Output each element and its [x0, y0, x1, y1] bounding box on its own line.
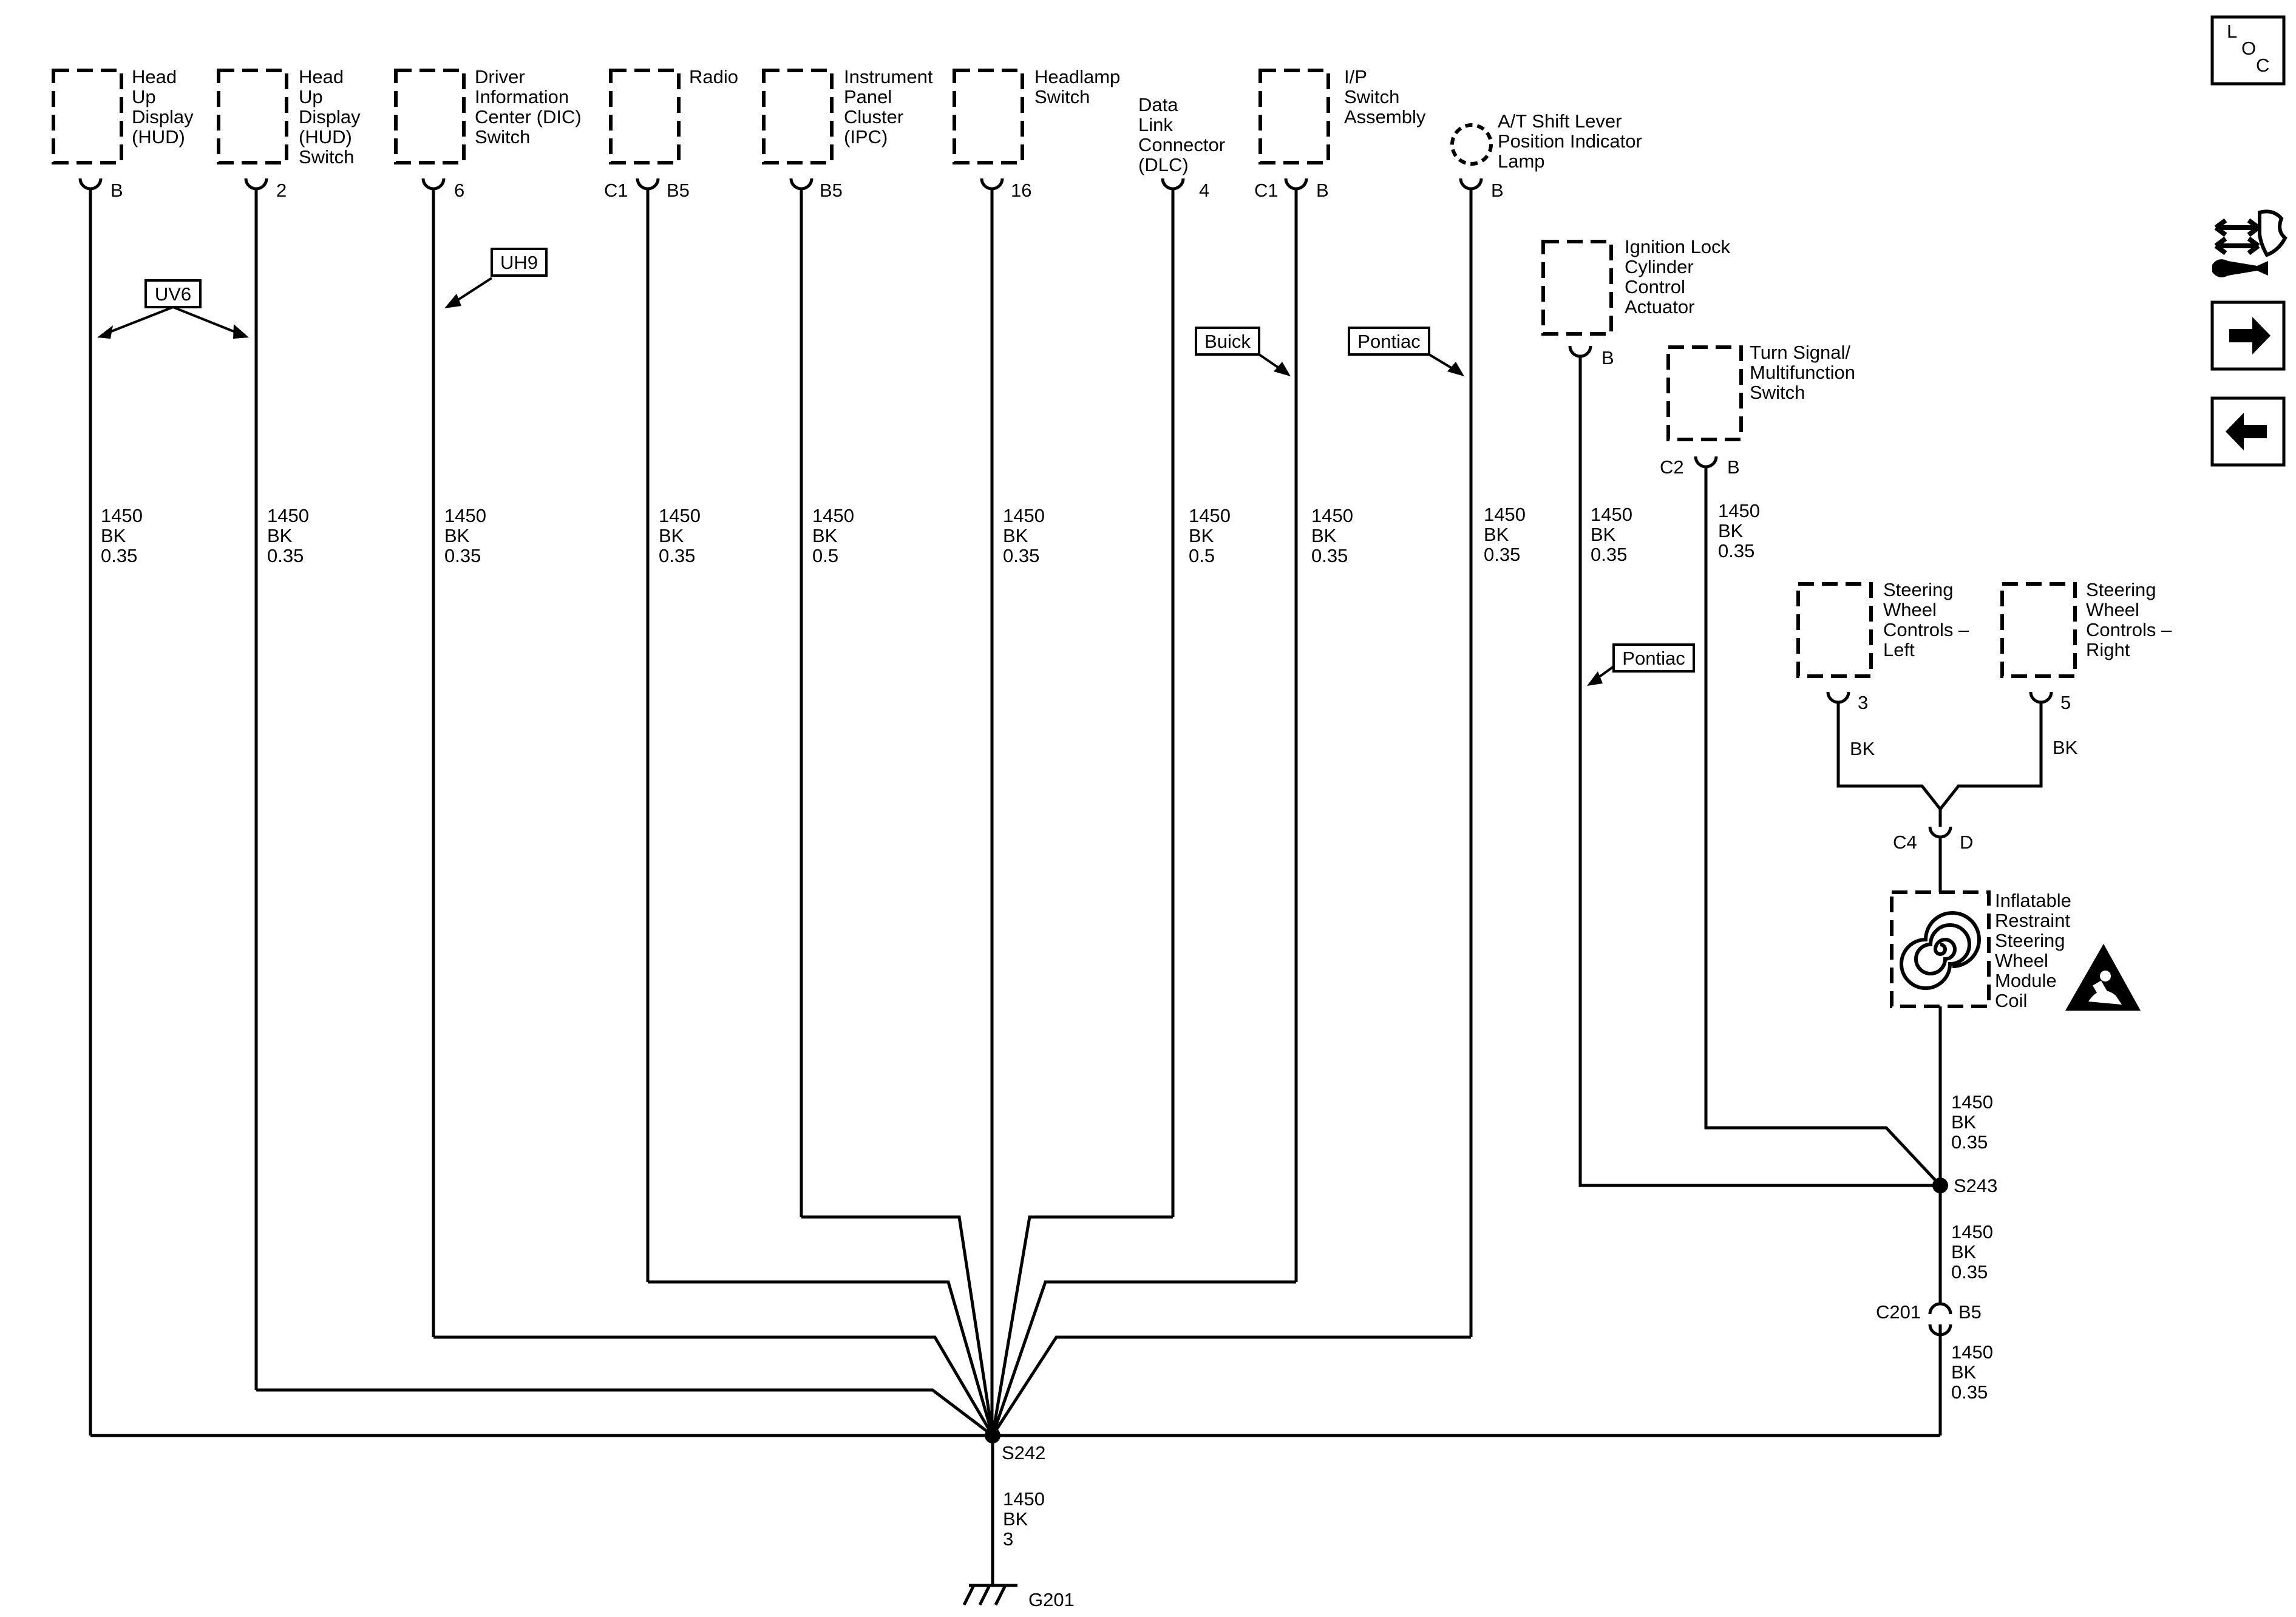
next-page-button[interactable] — [2210, 300, 2286, 371]
splice-s242[interactable]: S242 — [985, 1428, 1045, 1463]
svg-text:Pontiac: Pontiac — [1357, 331, 1420, 352]
option-tag-pontiac-top[interactable]: Pontiac — [1348, 327, 1464, 376]
color-label: BK — [2053, 737, 2078, 758]
component-locator-button[interactable]: L O C — [2210, 15, 2286, 86]
pin-label: 2 — [276, 180, 287, 201]
wire-bundle — [89, 189, 1942, 1585]
pin-label: C1 — [604, 180, 628, 201]
connector-c201[interactable]: C201 B5 — [1876, 1301, 1982, 1337]
splice-label: S242 — [1002, 1442, 1045, 1463]
option-tag-pontiac-lower[interactable]: Pontiac — [1587, 643, 1695, 686]
arrow-right-icon — [2229, 317, 2271, 354]
loc-letter: L — [2227, 21, 2237, 42]
option-tag-buick[interactable]: Buick — [1195, 327, 1291, 376]
ground-g201[interactable]: G201 — [962, 1584, 1075, 1610]
pin-label: 16 — [1011, 180, 1031, 201]
pin-label: B — [110, 180, 123, 201]
svg-text:UV6: UV6 — [155, 283, 191, 305]
pin-label: C4 — [1893, 832, 1917, 853]
pin-label: B5 — [667, 180, 690, 201]
wrench-arrows-icon[interactable] — [2212, 209, 2288, 277]
connector-pin-label: B5 — [1958, 1301, 1982, 1323]
option-tag-uh9[interactable]: UH9 — [444, 248, 548, 308]
option-tag-uv6[interactable]: UV6 — [97, 279, 249, 339]
pin-label: 5 — [2060, 692, 2071, 713]
ground-label: G201 — [1028, 1589, 1075, 1610]
splice-s243[interactable]: S243 — [1932, 1175, 1997, 1196]
svg-text:UH9: UH9 — [500, 252, 538, 273]
previous-page-button[interactable] — [2210, 396, 2286, 467]
component-label: Radio — [689, 66, 738, 87]
spiral-coil-icon — [1900, 911, 1981, 990]
pin-label: 3 — [1858, 692, 1868, 713]
pin-label: C2 — [1660, 456, 1684, 478]
swc-merge: BK BK C4 D — [1836, 701, 2078, 892]
pin-label: B — [1601, 347, 1614, 368]
loc-letter: C — [2256, 55, 2269, 76]
pin-label: B5 — [820, 180, 843, 201]
color-label: BK — [1850, 738, 1875, 759]
component-radio[interactable]: Radio C1 B5 — [604, 66, 738, 201]
ground-symbol-icon — [962, 1584, 1017, 1606]
arrow-left-icon — [2226, 413, 2267, 450]
loc-letter: O — [2241, 38, 2256, 59]
airbag-warning-icon — [2065, 944, 2141, 1011]
pin-label: B — [1316, 180, 1329, 201]
pin-label: B — [1727, 456, 1740, 478]
pin-label: C1 — [1254, 180, 1279, 201]
pin-label: 6 — [454, 180, 464, 201]
pin-label: 4 — [1199, 180, 1209, 201]
pin-label: B — [1491, 180, 1504, 201]
svg-text:Pontiac: Pontiac — [1622, 648, 1685, 669]
pin-label: D — [1960, 832, 1973, 853]
svg-text:Buick: Buick — [1204, 331, 1251, 352]
splice-label: S243 — [1954, 1175, 1997, 1196]
connector-label: C201 — [1876, 1301, 1921, 1323]
